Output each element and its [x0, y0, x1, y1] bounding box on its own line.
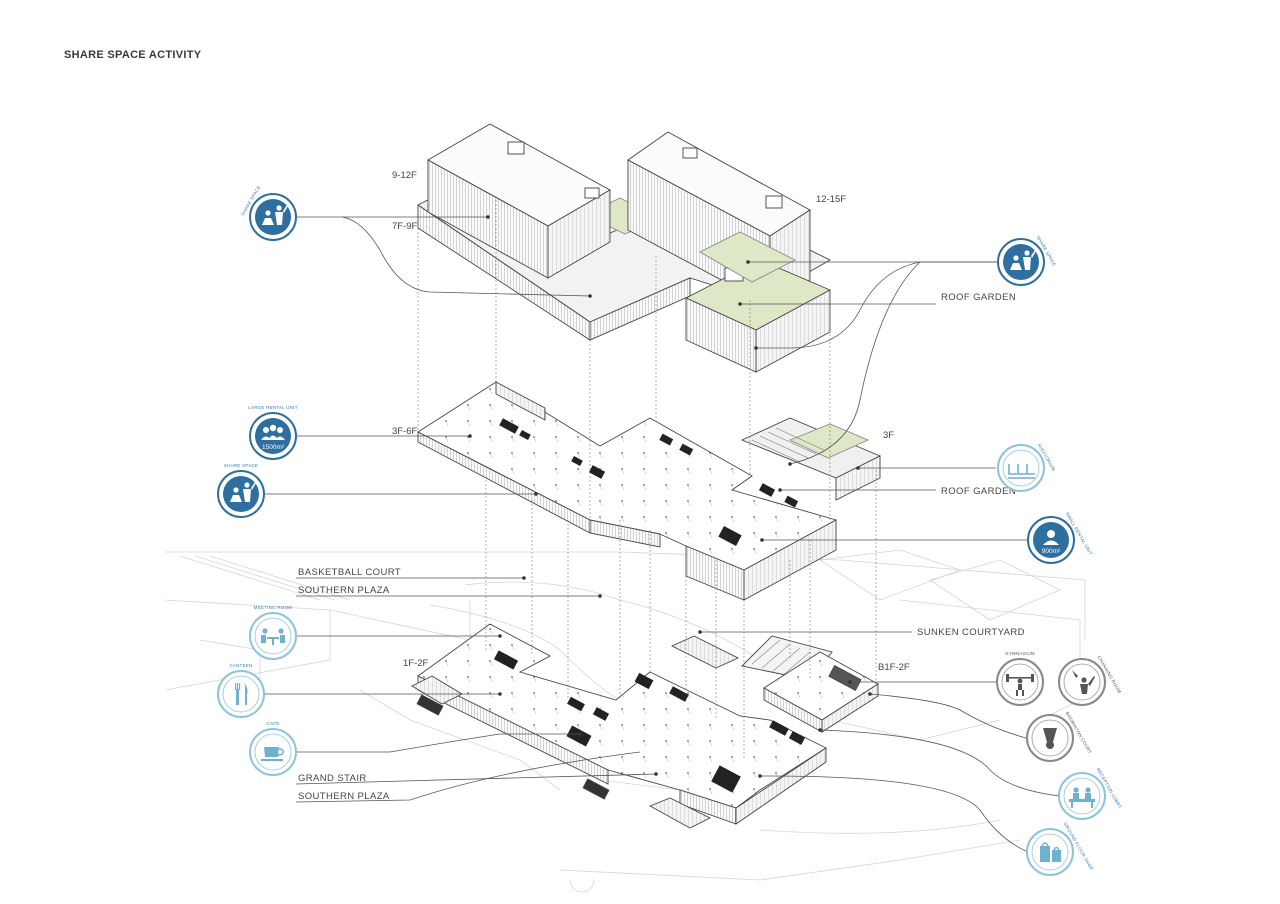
reception-lobby-icon: RECEPTION LOBBY — [1058, 767, 1123, 820]
canteen-icon: CANTEEN — [217, 663, 265, 718]
share-space-icon-top-left: SHARE SPACE — [240, 184, 297, 241]
share-space-icon-top-right: SHARE SPACE — [997, 235, 1057, 286]
label-grand-stair: GRAND STAIR — [298, 773, 367, 784]
weightlifter-icon — [1006, 674, 1034, 696]
person-icon — [1043, 530, 1059, 545]
meeting-room-icon: MEETING ROOM — [249, 605, 297, 660]
floor-label-b1f-2f: B1F-2F — [878, 662, 910, 673]
people-table-icon — [261, 628, 285, 645]
floor-label-9-12f: 9-12F — [392, 170, 417, 181]
floor-label-3f-6f: 3F-6F — [392, 426, 418, 437]
space-labels: ROOF GARDEN ROOF GARDEN BASKETBALL COURT… — [298, 292, 1025, 802]
reception-desk-icon — [1069, 787, 1095, 808]
shower-person-icon — [1072, 670, 1095, 694]
floor-labels: 9-12F 7F-9F 12-15F 3F-6F 3F 1F-2F B1F-2F — [392, 170, 910, 673]
gymnasium-icon: GYMNASIUM — [996, 651, 1044, 706]
page-title: SHARE SPACE ACTIVITY — [64, 49, 202, 61]
group-people-icon — [261, 424, 285, 440]
site-plan — [164, 549, 1086, 893]
caption-cafe: CAFE — [267, 721, 280, 726]
label-southern-plaza-mid: SOUTHERN PLAZA — [298, 585, 390, 596]
floor-label-1f-2f: 1F-2F — [403, 658, 429, 669]
ground-floor-shop-icon: GROUND FLOOR SHOP — [1026, 821, 1094, 876]
leader-dots — [468, 215, 872, 778]
caption-gymnasium: GYMNASIUM — [1005, 651, 1035, 656]
shuttlecock-icon — [1043, 728, 1057, 749]
fork-knife-icon — [235, 683, 248, 705]
label-basketball-court: BASKETBALL COURT — [298, 567, 401, 578]
auditorium-icon: AUDITORIUM — [997, 443, 1056, 492]
cafe-icon: CAFE — [249, 721, 297, 776]
people-meeting-icon — [1010, 250, 1036, 270]
seats-icon — [1008, 464, 1035, 479]
label-southern-plaza-bottom: SOUTHERN PLAZA — [298, 791, 390, 802]
small-rental-unit-area: 900m² — [1042, 548, 1061, 555]
small-rental-unit-icon: 900m² SMALL RENTAL UNIT — [1027, 511, 1093, 564]
caption-share-space-mid-left: SHARE SPACE — [224, 463, 258, 468]
label-roof-garden-mid: ROOF GARDEN — [941, 486, 1016, 497]
floor-label-7f-9f: 7F-9F — [392, 221, 418, 232]
caption-meeting-room: MEETING ROOM — [254, 605, 293, 610]
large-rental-unit-area: 1500m² — [262, 444, 285, 451]
caption-large-rental-unit: LARGE RENTAL UNIT — [248, 405, 298, 410]
share-space-icon-mid-left: SHARE SPACE — [217, 463, 265, 518]
floor-label-12-15f: 12-15F — [816, 194, 846, 205]
floor-label-3f: 3F — [883, 430, 894, 441]
label-roof-garden-top: ROOF GARDEN — [941, 292, 1016, 303]
people-meeting-icon — [262, 205, 288, 225]
leader-lines — [264, 216, 1061, 853]
projection-lines — [417, 200, 877, 760]
ground-block — [411, 623, 879, 829]
office-slab — [417, 381, 882, 601]
shopping-bag-icon — [1040, 842, 1061, 862]
badminton-icon: BADMINTON COURT — [1026, 711, 1093, 762]
changing-room-icon: CHANGING ROOM — [1058, 655, 1122, 706]
coffee-cup-icon — [261, 747, 284, 761]
caption-canteen: CANTEEN — [229, 663, 252, 668]
tower-block — [417, 123, 832, 373]
large-rental-unit-icon: 1500m² LARGE RENTAL UNIT — [248, 405, 298, 460]
label-sunken-courtyard: SUNKEN COURTYARD — [917, 627, 1025, 638]
people-meeting-icon — [230, 482, 256, 502]
